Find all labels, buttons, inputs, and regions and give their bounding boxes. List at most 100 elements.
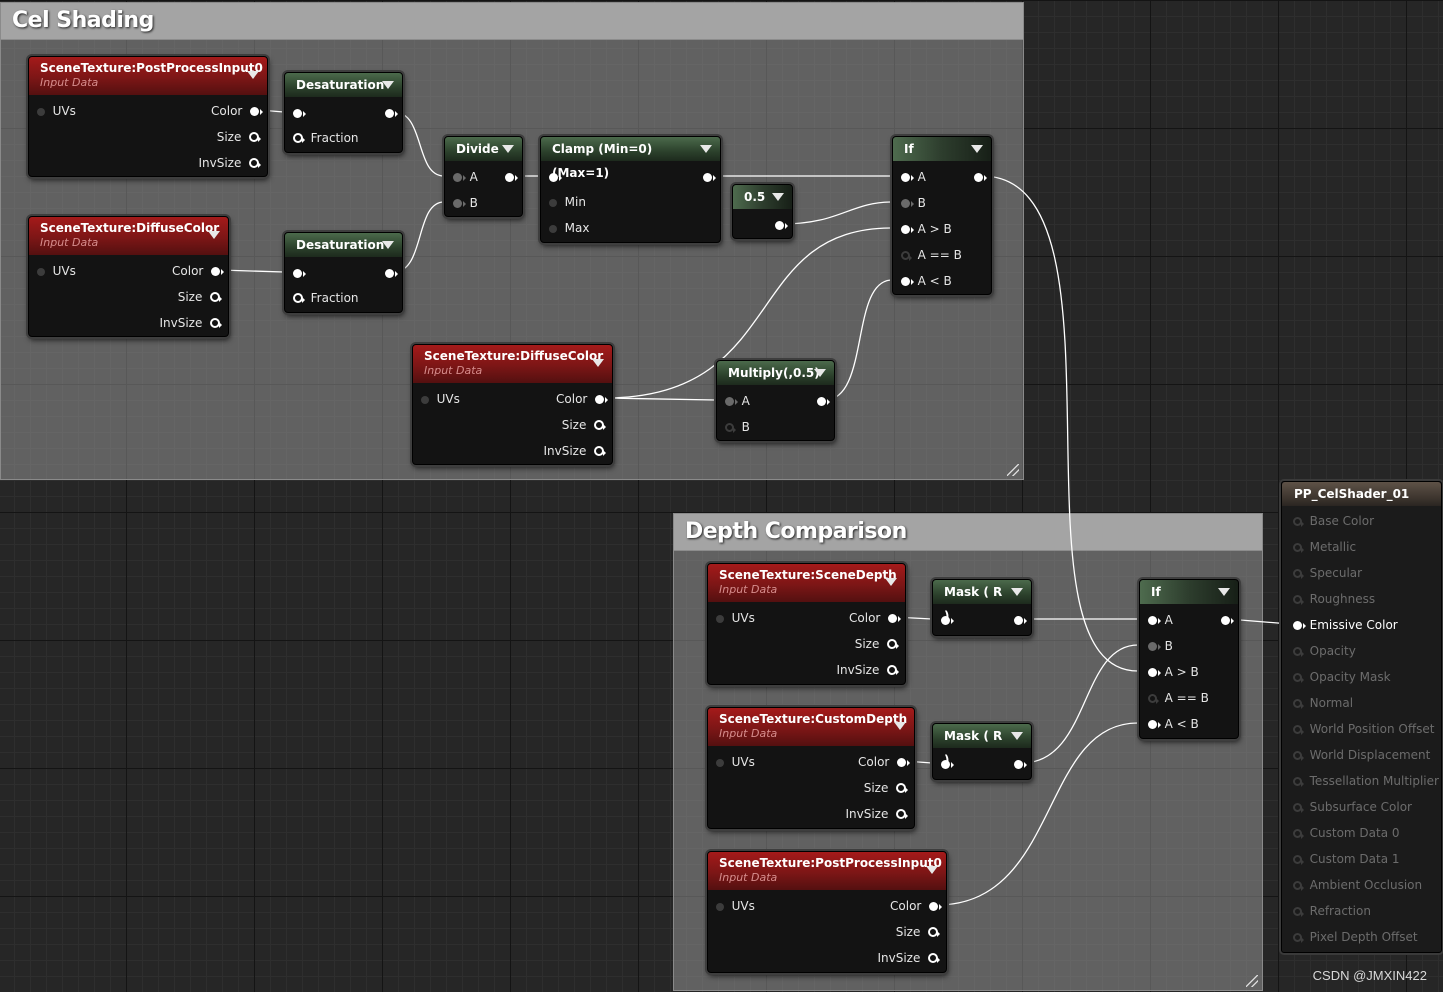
pin-input[interactable] bbox=[941, 613, 954, 627]
pin-input[interactable] bbox=[941, 757, 954, 771]
pin-a-less-b[interactable]: A < B bbox=[1148, 717, 1199, 731]
pin-uvs[interactable]: UVs bbox=[37, 104, 76, 118]
pin-dot-icon[interactable] bbox=[716, 615, 724, 623]
result-pin-opacity-mask[interactable]: Opacity Mask bbox=[1293, 670, 1391, 684]
collapse-arrow-icon[interactable] bbox=[208, 231, 220, 239]
pin-color[interactable]: Color bbox=[556, 392, 608, 406]
collapse-arrow-icon[interactable] bbox=[814, 369, 826, 377]
pin-a-less-b[interactable]: A < B bbox=[901, 274, 952, 288]
collapse-arrow-icon[interactable] bbox=[1218, 588, 1230, 596]
result-pin-ambient-occlusion[interactable]: Ambient Occlusion bbox=[1293, 878, 1422, 892]
pin-output[interactable] bbox=[385, 266, 398, 280]
pin-dot-icon[interactable] bbox=[888, 614, 901, 623]
pin-ring-icon[interactable] bbox=[1293, 647, 1304, 657]
pin-ring-icon[interactable] bbox=[293, 133, 305, 143]
pin-dot-icon[interactable] bbox=[211, 267, 224, 276]
pin-dot-icon[interactable] bbox=[901, 199, 914, 208]
result-pin-custom-data-0[interactable]: Custom Data 0 bbox=[1293, 826, 1400, 840]
pin-ring-icon[interactable] bbox=[594, 420, 606, 430]
pin-ring-icon[interactable] bbox=[887, 639, 899, 649]
pin-a[interactable]: A bbox=[725, 394, 750, 408]
pin-ring-icon[interactable] bbox=[1293, 543, 1304, 553]
collapse-arrow-icon[interactable] bbox=[926, 866, 938, 874]
pin-ring-icon[interactable] bbox=[1293, 907, 1304, 917]
node-desaturation[interactable]: Desaturation Fraction bbox=[284, 72, 403, 153]
pin-dot-icon[interactable] bbox=[595, 395, 608, 404]
pin-ring-icon[interactable] bbox=[1293, 569, 1304, 579]
result-pin-tessellation-multiplier[interactable]: Tessellation Multiplier bbox=[1293, 774, 1439, 788]
pin-ring-icon[interactable] bbox=[1293, 933, 1304, 943]
pin-size[interactable]: Size bbox=[855, 637, 899, 651]
pin-output[interactable] bbox=[974, 170, 987, 184]
collapse-arrow-icon[interactable] bbox=[894, 722, 906, 730]
pin-invsize[interactable]: InvSize bbox=[845, 807, 908, 821]
pin-dot-icon[interactable] bbox=[703, 173, 716, 182]
pin-b[interactable]: B bbox=[725, 420, 750, 434]
pin-a[interactable]: A bbox=[453, 170, 478, 184]
result-pin-opacity[interactable]: Opacity bbox=[1293, 644, 1356, 658]
pin-a[interactable]: A bbox=[1148, 613, 1173, 627]
collapse-arrow-icon[interactable] bbox=[1011, 588, 1023, 596]
result-pin-base-color[interactable]: Base Color bbox=[1293, 514, 1374, 528]
pin-ring-icon[interactable] bbox=[210, 292, 222, 302]
result-pin-world-displacement[interactable]: World Displacement bbox=[1293, 748, 1430, 762]
collapse-arrow-icon[interactable] bbox=[971, 145, 983, 153]
pin-dot-icon[interactable] bbox=[549, 225, 557, 233]
pin-ring-icon[interactable] bbox=[1293, 881, 1304, 891]
pin-dot-icon[interactable] bbox=[941, 760, 954, 769]
node-divide[interactable]: Divide A B bbox=[444, 136, 523, 217]
pin-color[interactable]: Color bbox=[211, 104, 263, 118]
result-pin-emissive-color[interactable]: Emissive Color bbox=[1293, 618, 1398, 632]
pin-output[interactable] bbox=[1221, 613, 1234, 627]
result-pin-custom-data-1[interactable]: Custom Data 1 bbox=[1293, 852, 1400, 866]
pin-color[interactable]: Color bbox=[849, 611, 901, 625]
node-if[interactable]: If A B A > B A == B A < B bbox=[1139, 579, 1239, 739]
pin-ring-icon[interactable] bbox=[887, 665, 899, 675]
pin-dot-icon[interactable] bbox=[817, 397, 830, 406]
pin-dot-icon[interactable] bbox=[421, 396, 429, 404]
material-result-node[interactable]: PP_CelShader_01 Base Color Metallic Spec… bbox=[1281, 481, 1442, 953]
node-scenetexture-customdepth[interactable]: SceneTexture:CustomDepth Input Data UVs … bbox=[707, 707, 915, 829]
result-pin-normal[interactable]: Normal bbox=[1293, 696, 1353, 710]
collapse-arrow-icon[interactable] bbox=[382, 81, 394, 89]
pin-dot-icon[interactable] bbox=[716, 903, 724, 911]
node-scenetexture-diffusecolor[interactable]: SceneTexture:DiffuseColor Input Data UVs… bbox=[28, 216, 229, 337]
pin-dot-icon[interactable] bbox=[716, 759, 724, 767]
pin-output[interactable] bbox=[1014, 613, 1027, 627]
pin-dot-icon[interactable] bbox=[385, 109, 398, 118]
resize-handle-icon[interactable] bbox=[1246, 975, 1258, 987]
pin-input[interactable] bbox=[549, 170, 562, 184]
node-if[interactable]: If A B A > B A == B A < B bbox=[892, 136, 992, 295]
node-constant[interactable]: 0.5 bbox=[732, 184, 793, 239]
node-mask-r[interactable]: Mask ( R ) bbox=[932, 723, 1032, 780]
pin-dot-icon[interactable] bbox=[897, 758, 910, 767]
pin-dot-icon[interactable] bbox=[775, 221, 788, 230]
pin-invsize[interactable]: InvSize bbox=[836, 663, 899, 677]
pin-dot-icon[interactable] bbox=[929, 902, 942, 911]
pin-color[interactable]: Color bbox=[172, 264, 224, 278]
pin-ring-icon[interactable] bbox=[594, 446, 606, 456]
pin-ring-icon[interactable] bbox=[249, 158, 261, 168]
pin-b[interactable]: B bbox=[1148, 639, 1173, 653]
pin-dot-icon[interactable] bbox=[453, 173, 466, 182]
pin-invsize[interactable]: InvSize bbox=[543, 444, 606, 458]
pin-dot-icon[interactable] bbox=[549, 199, 557, 207]
pin-fraction[interactable]: Fraction bbox=[293, 291, 359, 305]
pin-ring-icon[interactable] bbox=[1293, 699, 1304, 709]
pin-ring-icon[interactable] bbox=[896, 783, 908, 793]
pin-dot-icon[interactable] bbox=[941, 616, 954, 625]
node-multiply[interactable]: Multiply(,0.5) A B bbox=[716, 360, 835, 441]
pin-dot-icon[interactable] bbox=[974, 173, 987, 182]
pin-uvs[interactable]: UVs bbox=[716, 755, 755, 769]
pin-ring-icon[interactable] bbox=[725, 423, 736, 433]
pin-color[interactable]: Color bbox=[858, 755, 910, 769]
pin-max[interactable]: Max bbox=[549, 221, 589, 235]
pin-size[interactable]: Size bbox=[864, 781, 908, 795]
pin-ring-icon[interactable] bbox=[1293, 517, 1304, 527]
pin-output[interactable] bbox=[703, 170, 716, 184]
node-scenetexture-postprocessinput0[interactable]: SceneTexture:PostProcessInput0 Input Dat… bbox=[28, 56, 268, 177]
pin-uvs[interactable]: UVs bbox=[716, 899, 755, 913]
collapse-arrow-icon[interactable] bbox=[885, 578, 897, 586]
pin-ring-icon[interactable] bbox=[1293, 829, 1304, 839]
pin-invsize[interactable]: InvSize bbox=[198, 156, 261, 170]
